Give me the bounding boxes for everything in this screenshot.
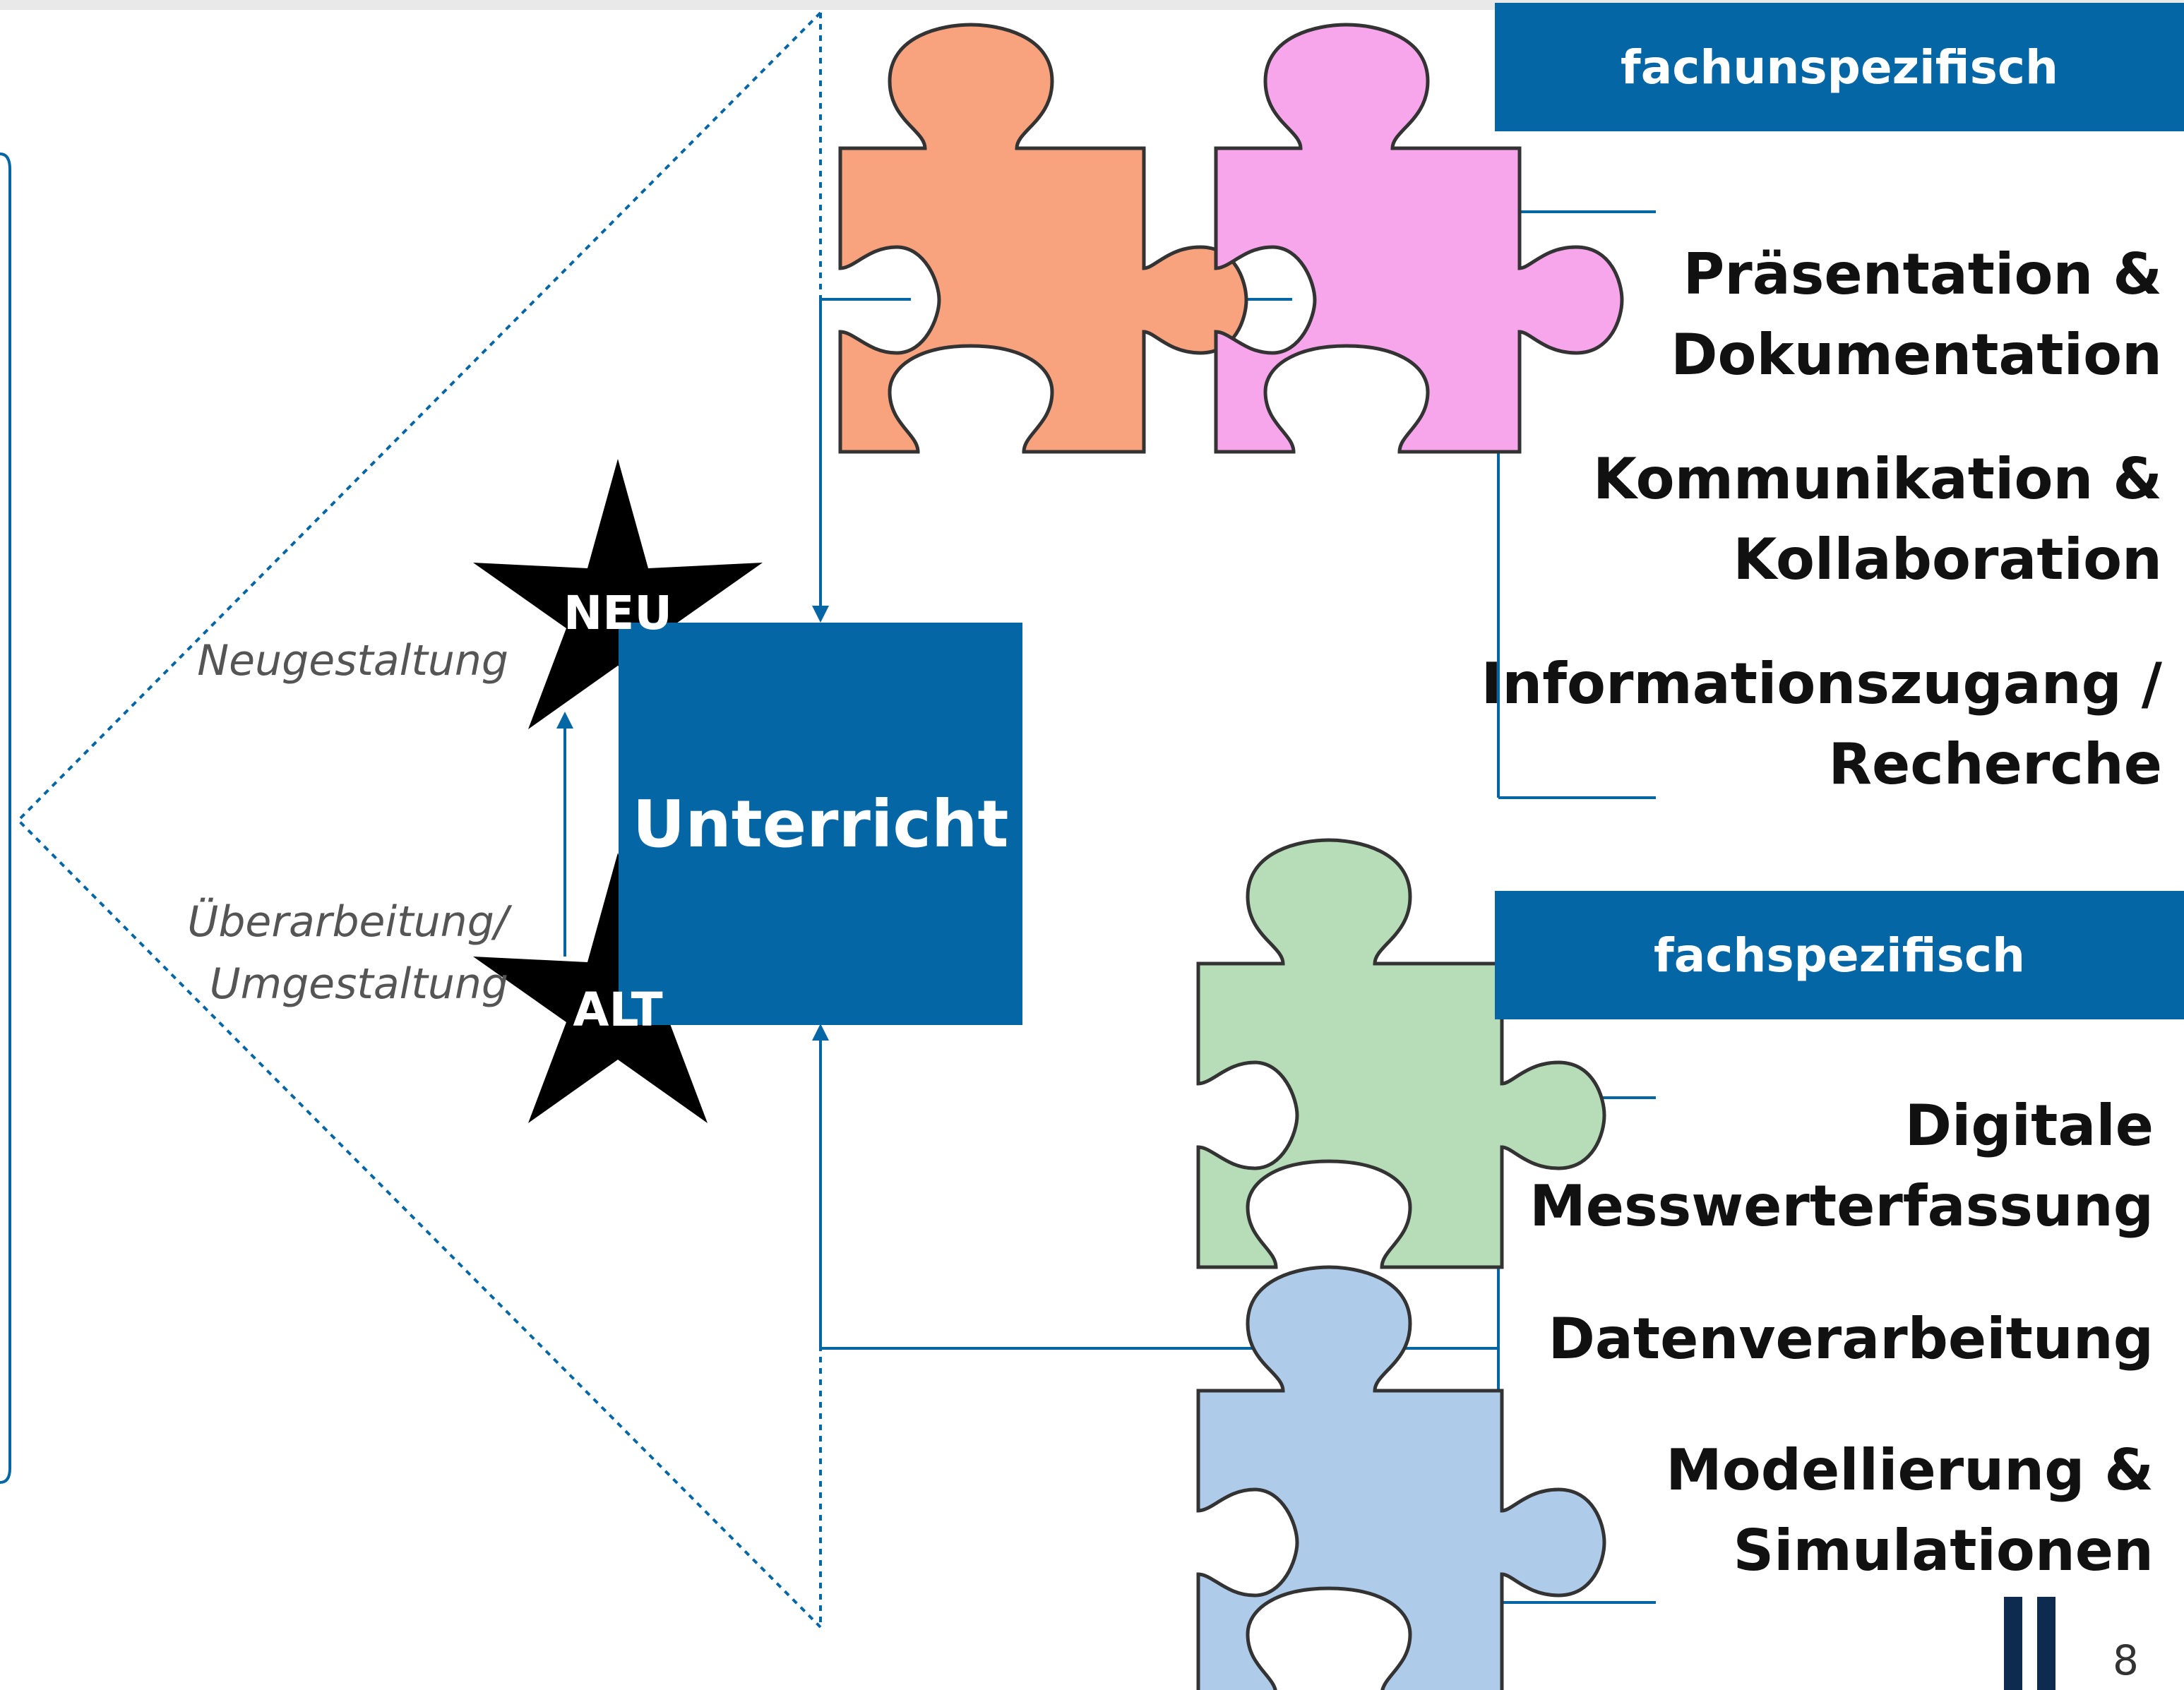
subject-item-3: Modellierung & Simulationen [1666,1437,2154,1583]
subject-item-1: Digitale Messwerterfassung [1529,1093,2154,1239]
left-frame-edge [0,152,11,1484]
center-box-unterricht: Unterricht [619,623,1022,1025]
star-new [473,459,763,729]
subject-item-2: Datenverarbeitung [1548,1306,2154,1372]
header-subject-label: fachspezifisch [1653,928,2025,983]
caption-revision: Überarbeitung/ Umgestaltung [187,897,508,1009]
page-mark-bar-left [2004,1597,2022,1690]
page-mark-bar-right [2037,1597,2055,1690]
star-old [473,853,763,1123]
caption-redesign: Neugestaltung [197,636,508,685]
general-item-1: Präsentation & Dokumentation [1671,241,2162,388]
general-item-3: Informationszugang / Recherche [1481,651,2162,797]
page-number: 8 [2113,1636,2139,1684]
puzzle-piece-orange [840,25,1246,452]
header-general: fachunspezifisch [1495,3,2184,131]
badge-new-label: NEU [563,586,672,640]
header-subject: fachspezifisch [1495,891,2184,1019]
general-item-2: Kommunikation & Kollaboration [1593,446,2162,592]
header-general-label: fachunspezifisch [1621,40,2058,95]
badge-old-label: ALT [573,983,663,1037]
center-label: Unterricht [632,786,1009,862]
